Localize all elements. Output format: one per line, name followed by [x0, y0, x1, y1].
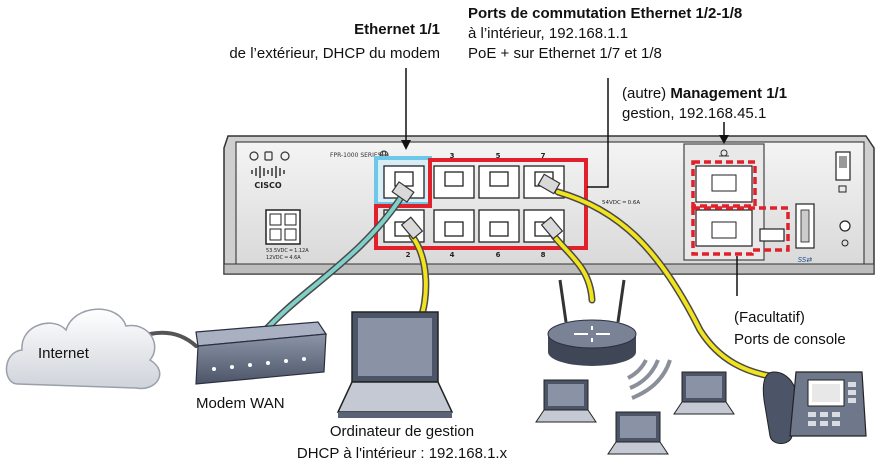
internet-label: Internet [38, 345, 89, 362]
yellow-cable-router [552, 234, 594, 302]
wireless-router-icon [547, 279, 637, 366]
mgmt-prefix: (autre) [622, 85, 671, 102]
pc-label-line1: Ordinateur de gestion [329, 423, 475, 440]
port-number-7: 7 [541, 152, 546, 160]
port-number-8: 8 [541, 251, 546, 259]
console-line1: (Facultatif) [734, 309, 805, 326]
port-number-3: 3 [450, 152, 455, 160]
power-label-1: 53.5VDC ═ 1.12A [266, 248, 309, 254]
wireless-laptop-2 [607, 411, 669, 455]
management-port-icon [719, 149, 729, 157]
firewall-chassis [223, 135, 875, 275]
modem-device [195, 321, 328, 385]
poe-label: 54VDC ═ 0.6A [602, 200, 640, 206]
port-number-4: 4 [450, 251, 455, 259]
switch-callout-line [587, 78, 609, 188]
console-line2: Ports de console [734, 331, 846, 348]
wireless-signal-icon [627, 359, 672, 400]
eth11-desc: de l’extérieur, DHCP du modem [229, 45, 440, 62]
ethernet-port-5 [478, 165, 520, 199]
port-number-5: 5 [496, 152, 501, 160]
model-label: FPR-1000 SERIES [330, 152, 382, 159]
console-ports-highlight [691, 206, 790, 256]
pc-label-line2: DHCP à l'intérieur : 192.168.1.x [296, 445, 508, 462]
status-led-icons [249, 151, 290, 161]
inside-ports-highlight [374, 158, 588, 250]
cable-plugs [391, 173, 564, 240]
power-icon [841, 239, 849, 247]
power-label-2: 12VDC ═ 4.6A [266, 255, 301, 261]
power-connector: 53.5VDC ═ 1.12A 12VDC ═ 4.6A [265, 209, 309, 261]
mgmt-title-bold: Management 1/1 [670, 85, 788, 102]
ethernet-port-3 [433, 165, 475, 199]
blue-cable [260, 194, 404, 336]
management-panel: SS⇄ [683, 143, 851, 264]
switch-ports-line1: à l’intérieur, 192.168.1.1 [468, 25, 629, 42]
port-number-6: 6 [496, 251, 501, 259]
wireless-laptop-1 [535, 379, 597, 423]
switch-ports-title: Ports de commutation Ethernet 1/2-1/8 [468, 5, 743, 22]
modem-label: Modem WAN [196, 395, 285, 412]
wireless-laptop-3 [673, 371, 735, 415]
yellow-cable-phone [556, 190, 772, 378]
mgmt-title: (autre) Management 1/1 [622, 84, 787, 104]
ip-phone-icon [762, 371, 867, 444]
mini-usb-console-port [759, 228, 785, 242]
cisco-logo: CISCO [251, 166, 285, 190]
management-port-highlight [691, 160, 757, 208]
lock-icon [838, 185, 847, 193]
ethernet-port-4 [433, 209, 475, 243]
mgmt-desc: gestion, 192.168.45.1 [622, 105, 767, 122]
port-number-2: 2 [406, 251, 411, 259]
eth11-title: Ethernet 1/1 [354, 21, 440, 38]
internet-cloud [5, 308, 161, 390]
reset-button [839, 220, 851, 232]
laptop-icon [336, 311, 454, 418]
usb-ss-icon: SS⇄ [798, 256, 813, 264]
ethernet-port-6 [478, 209, 520, 243]
switch-ports-line2: PoE + sur Ethernet 1/7 et 1/8 [468, 45, 662, 62]
cisco-logo-text: CISCO [254, 181, 281, 190]
